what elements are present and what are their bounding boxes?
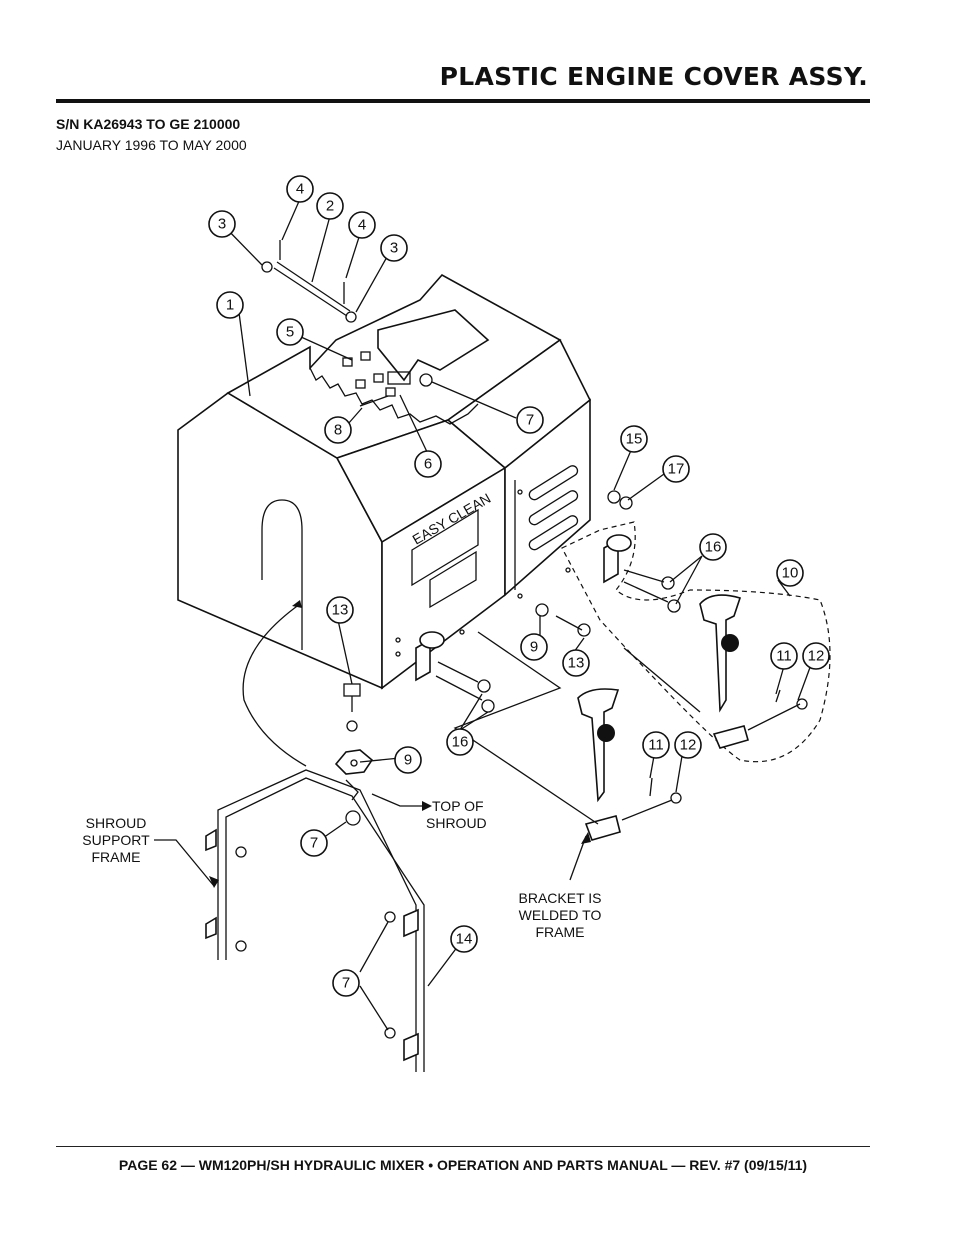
svg-text:9: 9 (404, 752, 412, 769)
svg-text:5: 5 (286, 324, 294, 341)
note-top-of-shroud: TOP OF SHROUD (426, 798, 487, 831)
svg-text:SHROUD: SHROUD (426, 815, 487, 831)
callout-15: 15 (620, 425, 648, 453)
callout-7b: 7 (300, 829, 328, 857)
callout-4b: 4 (348, 211, 376, 239)
svg-text:7: 7 (342, 975, 350, 992)
latch-outline (453, 631, 599, 825)
callout-4a: 4 (286, 175, 314, 203)
svg-text:15: 15 (626, 431, 643, 448)
svg-text:4: 4 (296, 181, 304, 198)
callout-13b: 13 (562, 649, 590, 677)
svg-text:7: 7 (526, 412, 534, 429)
svg-text:FRAME: FRAME (92, 849, 141, 865)
note-bracket: BRACKET IS WELDED TO FRAME (519, 890, 602, 940)
callout-1: 1 (216, 291, 244, 319)
washer-bolt-side (535, 603, 591, 637)
callout-10: 10 (776, 559, 804, 587)
callout-3a: 3 (208, 210, 236, 238)
svg-text:2: 2 (326, 198, 334, 215)
hinge-rod (261, 240, 357, 323)
svg-text:WELDED TO: WELDED TO (519, 907, 602, 923)
svg-text:10: 10 (782, 565, 799, 582)
svg-text:16: 16 (452, 734, 469, 751)
svg-text:14: 14 (456, 931, 473, 948)
svg-text:SUPPORT: SUPPORT (82, 832, 150, 848)
callout-7c: 7 (332, 969, 360, 997)
svg-text:7: 7 (310, 835, 318, 852)
svg-text:11: 11 (776, 648, 792, 665)
callout-2: 2 (316, 192, 344, 220)
callout-11b: 11 (642, 731, 670, 759)
callout-13a: 13 (326, 596, 354, 624)
page-title: PLASTIC ENGINE COVER ASSY. (439, 62, 868, 91)
svg-text:SHROUD: SHROUD (86, 815, 147, 831)
footer-rule (56, 1146, 870, 1147)
svg-text:12: 12 (680, 737, 697, 754)
callout-17: 17 (662, 455, 690, 483)
svg-text:3: 3 (390, 240, 398, 257)
callout-9a: 9 (520, 633, 548, 661)
svg-text:13: 13 (568, 655, 585, 672)
svg-text:FRAME: FRAME (536, 924, 585, 940)
callout-14: 14 (450, 925, 478, 953)
leader-lines (154, 198, 813, 1031)
note-shroud-support-frame: SHROUD SUPPORT FRAME (82, 815, 150, 865)
callout-9b: 9 (394, 746, 422, 774)
serial-range: S/N KA26943 TO GE 210000 (56, 116, 241, 132)
latch-outline-2 (623, 647, 701, 713)
svg-text:1: 1 (226, 297, 234, 314)
screw-8 (359, 395, 389, 407)
hinge-shield (377, 309, 490, 382)
callout-16a: 16 (699, 533, 727, 561)
svg-text:3: 3 (218, 216, 226, 233)
callout-8: 8 (324, 416, 352, 444)
svg-text:6: 6 (424, 456, 432, 473)
svg-text:12: 12 (808, 648, 825, 665)
callout-12b: 12 (674, 731, 702, 759)
arrow-arch (242, 603, 307, 767)
t-handle-latch-upper (699, 594, 808, 749)
callout-balloons: 4 2 4 3 3 1 5 7 8 6 15 17 16 10 11 12 13… (208, 175, 830, 997)
latch-bracket-front (395, 631, 495, 713)
svg-text:BRACKET IS: BRACKET IS (519, 890, 602, 906)
hinge-brackets (342, 351, 411, 397)
header-rule (56, 99, 870, 103)
nut-7-top (419, 373, 433, 387)
callout-11a: 11 (770, 642, 798, 670)
t-handle-latch-lower (577, 688, 682, 841)
svg-text:9: 9 (530, 639, 538, 656)
svg-text:4: 4 (358, 217, 366, 234)
callout-6: 6 (414, 450, 442, 478)
svg-text:13: 13 (332, 602, 349, 619)
latch-bracket-side (561, 490, 831, 763)
svg-text:TOP OF: TOP OF (432, 798, 484, 814)
callout-5: 5 (276, 318, 304, 346)
callout-16b: 16 (446, 728, 474, 756)
svg-text:16: 16 (705, 539, 722, 556)
page-footer: PAGE 62 — WM120PH/SH HYDRAULIC MIXER • O… (118, 1157, 808, 1173)
callout-7a: 7 (516, 406, 544, 434)
svg-text:11: 11 (648, 737, 664, 754)
callout-3b: 3 (380, 234, 408, 262)
fastener-stack (334, 683, 374, 826)
date-range: JANUARY 1996 TO MAY 2000 (56, 137, 247, 153)
callout-12a: 12 (802, 642, 830, 670)
engine-cover: EASY CLEAN (177, 273, 592, 690)
svg-text:8: 8 (334, 422, 342, 439)
shroud-support-frame (205, 769, 425, 1072)
svg-text:17: 17 (668, 461, 685, 478)
